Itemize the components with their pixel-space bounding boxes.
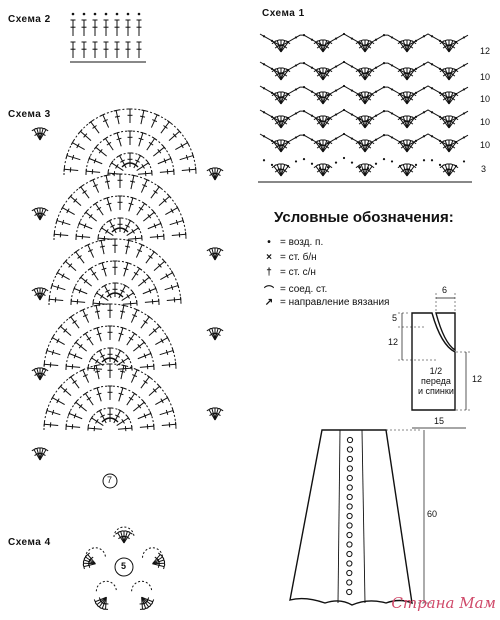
- skirt-pattern: [289, 429, 432, 606]
- row-count: 10: [480, 117, 491, 127]
- scheme-3-fan-chart: [31, 108, 224, 461]
- vest-label-line: 1/2: [429, 366, 443, 376]
- row-count: 10: [480, 94, 491, 104]
- dim-left: 12: [388, 337, 399, 347]
- row-count: 12: [480, 46, 491, 56]
- dim-bottom: 15: [434, 416, 445, 426]
- scheme-1-label: Схема 1: [262, 8, 305, 19]
- scheme-2-swatch: [70, 12, 146, 63]
- legend-item-direction: ↗ = направление вязания: [262, 297, 390, 308]
- chain-stitch-icon: •: [267, 237, 271, 248]
- scheme-4-round-marker: 5: [121, 561, 127, 571]
- single-crochet-icon: ×: [266, 252, 272, 263]
- vest-label-line: и спинки: [418, 386, 454, 396]
- vest-label: 1/2 переда и спинки: [418, 366, 454, 396]
- legend-item-text: = ст. с/н: [280, 267, 316, 278]
- legend-item-text: = соед. ст.: [280, 284, 328, 295]
- vest-pattern: [398, 293, 470, 429]
- dim-right: 12: [472, 374, 483, 384]
- scheme-1-chart: [258, 32, 472, 183]
- legend-item-sc: × = ст. б/н: [262, 252, 317, 263]
- dim-left-small: 5: [392, 313, 398, 323]
- legend-item-dc: † = ст. с/н: [262, 267, 316, 278]
- legend-item-text: = возд. п.: [280, 237, 324, 248]
- legend-item-chain: • = возд. п.: [262, 237, 323, 248]
- scheme-4-flower: [82, 526, 166, 610]
- watermark-text: Страна Мам: [391, 594, 496, 612]
- legend-item-slip: ⌒ = соед. ст.: [262, 282, 327, 297]
- scheme-3-round-marker: 7: [107, 475, 113, 485]
- slip-stitch-icon: ⌒: [264, 286, 274, 297]
- skirt-length: 60: [427, 509, 438, 519]
- watermark-logo: Страна Мам: [391, 594, 496, 612]
- row-count: 10: [480, 72, 491, 82]
- double-crochet-icon: †: [266, 267, 272, 278]
- legend-item-text: = направление вязания: [280, 297, 390, 308]
- legend-title: Условные обозначения:: [274, 209, 454, 226]
- row-count: 3: [481, 164, 487, 174]
- vest-label-line: переда: [420, 376, 451, 386]
- dim-top: 6: [442, 285, 448, 295]
- scheme-2-label: Схема 2: [8, 14, 51, 25]
- legend-item-text: = ст. б/н: [280, 252, 317, 263]
- direction-arrow-icon: ↗: [264, 297, 274, 308]
- scheme-4-label: Схема 4: [8, 537, 51, 548]
- scheme-3-label: Схема 3: [8, 109, 51, 120]
- row-count: 10: [480, 140, 491, 150]
